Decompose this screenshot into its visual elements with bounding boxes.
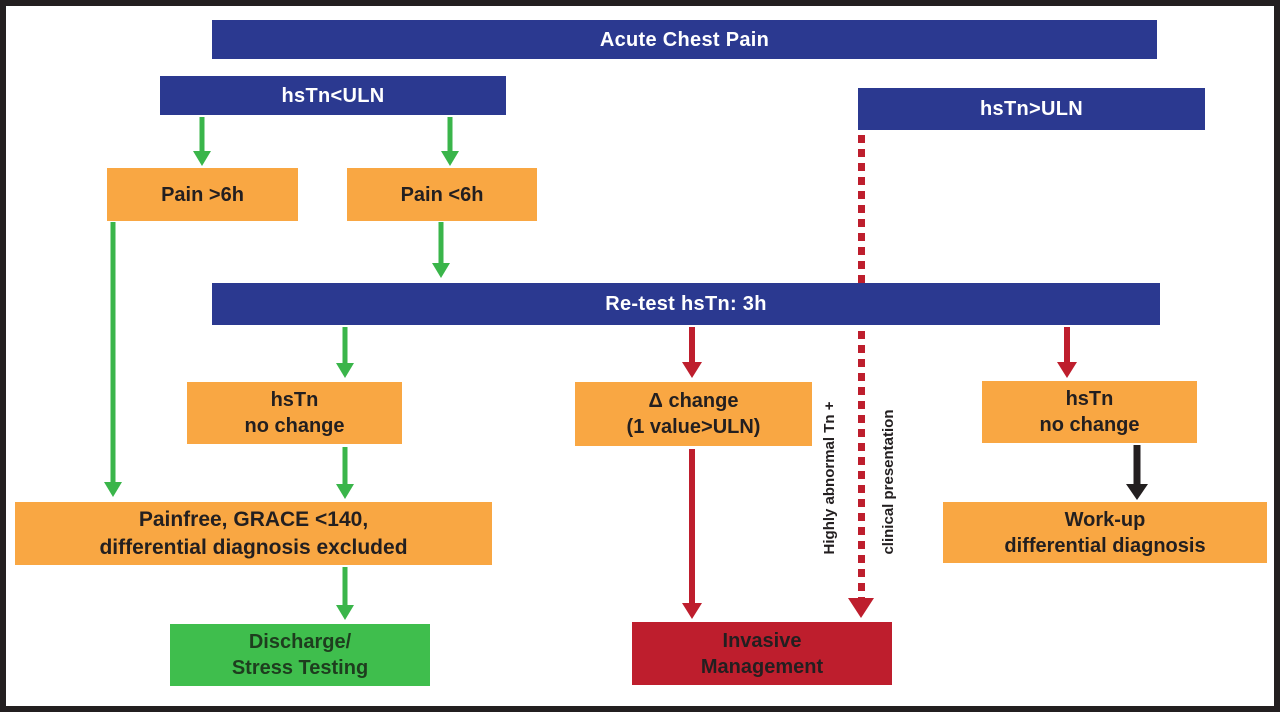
dashed-red-connector <box>858 135 865 600</box>
node-discharge-stress-testing: Discharge/ Stress Testing <box>170 624 430 686</box>
arrow-retest-to-nochange-right-icon <box>1057 327 1077 378</box>
arrow-painfree-to-discharge-icon <box>336 567 354 620</box>
node-hstn-no-change-right: hsTn no change <box>982 381 1197 443</box>
node-retest-hstn-3h: Re-test hsTn: 3h <box>212 283 1160 325</box>
arrow-retest-to-nochange-left-icon <box>336 327 354 378</box>
node-acute-chest-pain: Acute Chest Pain <box>212 20 1157 59</box>
arrow-nochange-to-painfree-icon <box>336 447 354 499</box>
node-hstn-above-uln: hsTn>ULN <box>858 88 1205 130</box>
arrow-painunder-to-retest-icon <box>432 222 450 278</box>
dashed-label-clinical-presentation: clinical presentation <box>879 409 897 555</box>
arrow-retest-to-delta-icon <box>682 327 702 378</box>
dashed-red-arrowhead-icon <box>848 598 874 618</box>
node-delta-change: Δ change (1 value>ULN) <box>575 382 812 446</box>
arrow-painover-to-painfree-icon <box>104 222 122 497</box>
dashed-label-highly-abnormal: Highly abnormal Tn + <box>820 401 838 555</box>
node-pain-under-6h: Pain <6h <box>347 168 537 221</box>
node-workup-differential: Work-up differential diagnosis <box>943 502 1267 563</box>
arrow-delta-to-invasive-icon <box>682 449 702 619</box>
node-hstn-no-change-left: hsTn no change <box>187 382 402 444</box>
arrow-hstnlow-to-painover-icon <box>193 117 211 166</box>
node-pain-over-6h: Pain >6h <box>107 168 298 221</box>
node-invasive-management: Invasive Management <box>632 622 892 685</box>
arrow-nochange-to-workup-icon <box>1126 445 1148 500</box>
arrow-hstnlow-to-painunder-icon <box>441 117 459 166</box>
node-painfree-grace: Painfree, GRACE <140, differential diagn… <box>15 502 492 565</box>
node-hstn-below-uln: hsTn<ULN <box>160 76 506 115</box>
